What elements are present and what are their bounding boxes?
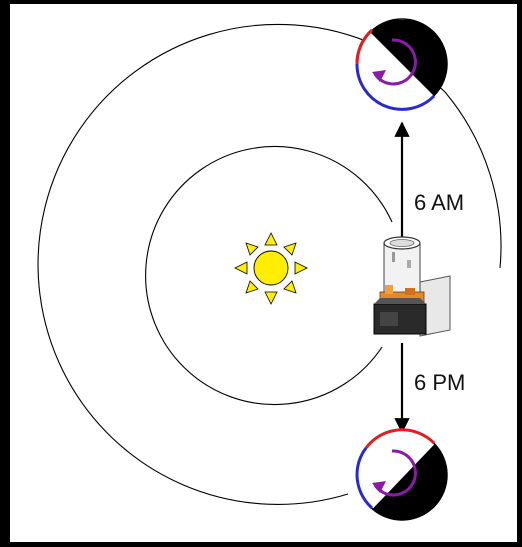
label-6-pm: 6 PM bbox=[414, 370, 465, 396]
outer-orbit-segment bbox=[445, 92, 501, 268]
planet-icon-bottom bbox=[357, 428, 450, 522]
spacecraft-icon bbox=[374, 237, 450, 336]
sun-icon bbox=[235, 233, 307, 304]
label-6-am: 6 AM bbox=[414, 190, 464, 216]
planet-icon-top bbox=[357, 19, 450, 112]
